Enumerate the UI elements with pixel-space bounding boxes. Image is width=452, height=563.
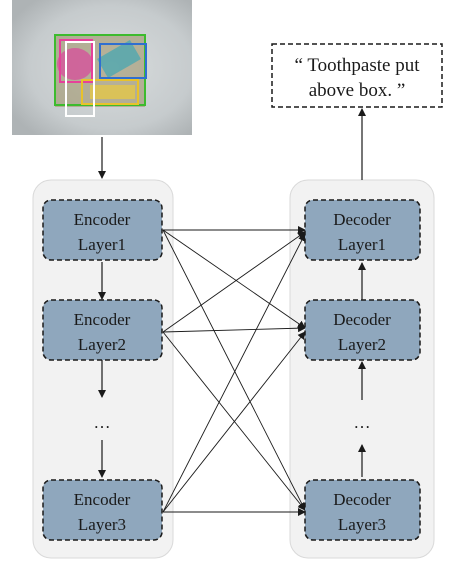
encoder-layer-1: Encoder Layer1 bbox=[42, 199, 163, 261]
decoder-ellipsis: … bbox=[354, 413, 371, 432]
encoder-layer-2: Encoder Layer2 bbox=[42, 299, 163, 361]
encoder-panel bbox=[32, 179, 174, 559]
enc3-to-dec2 bbox=[162, 331, 306, 513]
decoder-layer-1: Decoder Layer1 bbox=[304, 199, 421, 261]
encoder-layer-1-label-line2: Layer1 bbox=[78, 235, 126, 254]
encoder-layer-2-label-line2: Layer2 bbox=[78, 335, 126, 354]
encoder-layer-1-label-line1: Encoder bbox=[74, 210, 131, 229]
decoder-layer-2-label-line2: Layer2 bbox=[338, 335, 386, 354]
yellow-object bbox=[90, 85, 135, 99]
decoder-layer-3-label-line2: Layer3 bbox=[338, 515, 386, 534]
encoder-layer-3-label-line1: Encoder bbox=[74, 490, 131, 509]
bbox-yellow bbox=[81, 79, 139, 105]
encoder-ellipsis: … bbox=[94, 413, 111, 432]
enc2-to-dec1 bbox=[162, 231, 306, 333]
enc2-to-dec2 bbox=[162, 324, 306, 333]
enc1-to-dec2 bbox=[162, 229, 306, 329]
enc2-to-dec3 bbox=[162, 331, 306, 511]
caption-line1: “ Toothpaste put bbox=[295, 55, 421, 76]
cross-connections bbox=[162, 226, 306, 516]
enc3-to-dec1 bbox=[162, 233, 306, 513]
decoder-layer-1-label-line1: Decoder bbox=[333, 210, 391, 229]
encoder-layer-3-label-line2: Layer3 bbox=[78, 515, 126, 534]
input-image bbox=[12, 0, 192, 135]
decoder-layer-1-label-line2: Layer1 bbox=[338, 235, 386, 254]
decoder-layer-3: Decoder Layer3 bbox=[304, 479, 421, 541]
decoder-layer-3-label-line1: Decoder bbox=[333, 490, 391, 509]
caption-box: “ Toothpaste put above box. ” bbox=[271, 43, 443, 108]
decoder-layer-2: Decoder Layer2 bbox=[304, 299, 421, 361]
pink-object bbox=[57, 48, 93, 80]
encoder-layer-2-label-line1: Encoder bbox=[74, 310, 131, 329]
bbox-blue bbox=[99, 43, 147, 79]
decoder-layer-2-label-line1: Decoder bbox=[333, 310, 391, 329]
bbox-white bbox=[65, 41, 95, 117]
bbox-pink bbox=[59, 39, 93, 83]
encoder-layer-3: Encoder Layer3 bbox=[42, 479, 163, 541]
toothpaste-object bbox=[97, 39, 141, 79]
caption-line2: above box. ” bbox=[309, 80, 406, 101]
enc1-to-dec3 bbox=[162, 229, 306, 511]
